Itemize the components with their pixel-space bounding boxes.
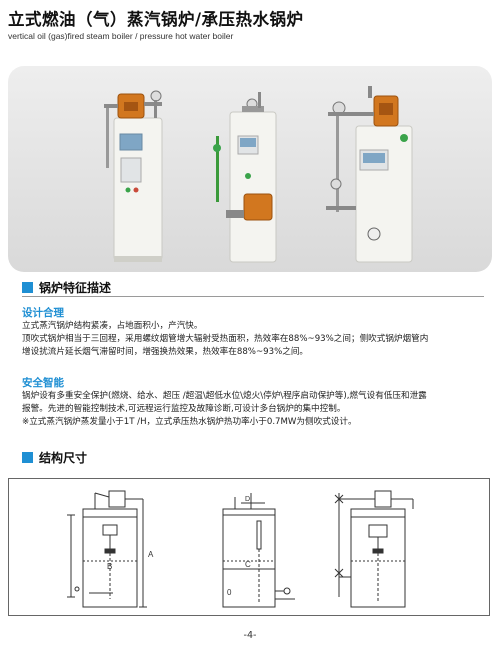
boiler-photo-3 [326,86,413,263]
safety-subheading: 安全智能 [22,377,64,389]
section-heading-description: 锅炉特征描述 [22,279,111,296]
boiler-photo-1 [104,90,163,262]
safety-line-1: 锅炉设有多重安全保护(燃烧、给水、超压 /超温\超低水位\熄火\停炉\程序启动保… [22,391,427,401]
section-heading-structure: 结构尺寸 [22,449,87,466]
boiler-photos [104,86,413,263]
structure-diagram-2 [222,493,295,608]
design-line-3: 增设扰流片延长烟气滞留时间，增强换热效果，热效率在88%~93%之间。 [22,347,309,357]
dim-label-b: B [107,562,112,571]
dim-label-zero: 0 [227,588,232,597]
dim-label-c: C [245,560,251,569]
safety-text: 锅炉设有多重安全保护(燃烧、给水、超压 /超温\超低水位\熄火\停炉\程序启动保… [22,390,488,429]
safety-line-3: ※立式蒸汽锅炉蒸发量小于1T /H，立式承压热水锅炉热功率小于0.7MW为侧吹式… [22,417,357,427]
dim-label-a: A [148,550,154,559]
design-text: 立式蒸汽锅炉结构紧凑，占地面积小，产汽快。 顶吹式锅炉相当于三回程，采用螺纹烟管… [22,320,488,359]
structure-diagram-frame: A B D C 0 [8,478,490,616]
structure-diagram-1 [67,490,147,608]
design-line-1: 立式蒸汽锅炉结构紧凑，占地面积小，产汽快。 [22,321,203,331]
section-divider [22,296,484,297]
safety-line-2: 报警。先进的智能控制技术,可远程运行监控及故障诊断,可设计多台锅炉的集中控制。 [22,404,346,414]
page-title: 立式燃油（气）蒸汽锅炉/承压热水锅炉 [8,10,304,29]
product-photo-panel [8,66,492,272]
dim-label-d: D [245,496,250,503]
page-subtitle: vertical oil (gas)fired steam boiler / p… [8,31,234,41]
page-number: -4- [243,630,257,641]
design-subheading: 设计合理 [22,307,64,319]
boiler-photo-2 [213,92,277,263]
structure-diagram-3 [334,490,414,608]
structure-diagrams: A B D C 0 [67,490,414,608]
section-marker-icon [22,452,33,463]
design-line-2: 顶吹式锅炉相当于三回程，采用螺纹烟管增大辐射受热面积，热效率在88%~93%之间… [22,334,429,344]
section-marker-icon [22,282,33,293]
